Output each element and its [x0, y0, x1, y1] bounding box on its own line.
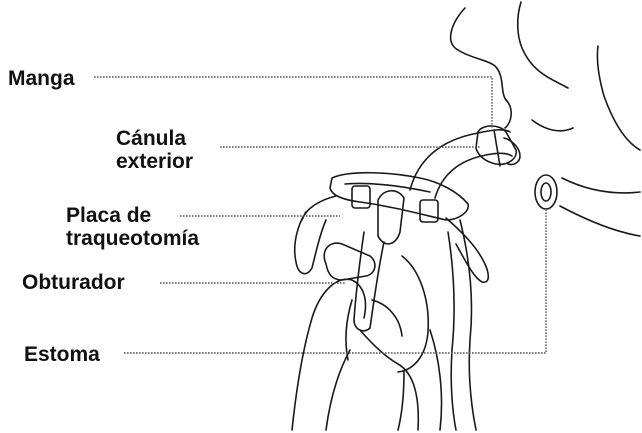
tracheostomy-plate [330, 173, 468, 220]
label-obturator: Obturador [22, 271, 125, 294]
label-tracheostomy-plate-line2: traqueotomía [66, 227, 199, 250]
label-tracheostomy-plate-line1: Placa de [66, 204, 199, 227]
obturator [378, 191, 404, 244]
label-outer-cannula-line2: exterior [116, 150, 193, 173]
label-tracheostomy-plate: Placa de traqueotomía [66, 204, 199, 250]
label-outer-cannula-line1: Cánula [116, 127, 193, 150]
hand [292, 279, 366, 430]
stoma-opening [535, 175, 557, 209]
neck-outline [597, 46, 640, 150]
label-manga: Manga [8, 67, 75, 90]
label-outer-cannula: Cánula exterior [116, 127, 193, 173]
tie-strap-left [295, 212, 326, 274]
face-profile [451, 8, 512, 128]
leader-manga [94, 77, 492, 128]
label-stoma: Estoma [24, 343, 100, 366]
